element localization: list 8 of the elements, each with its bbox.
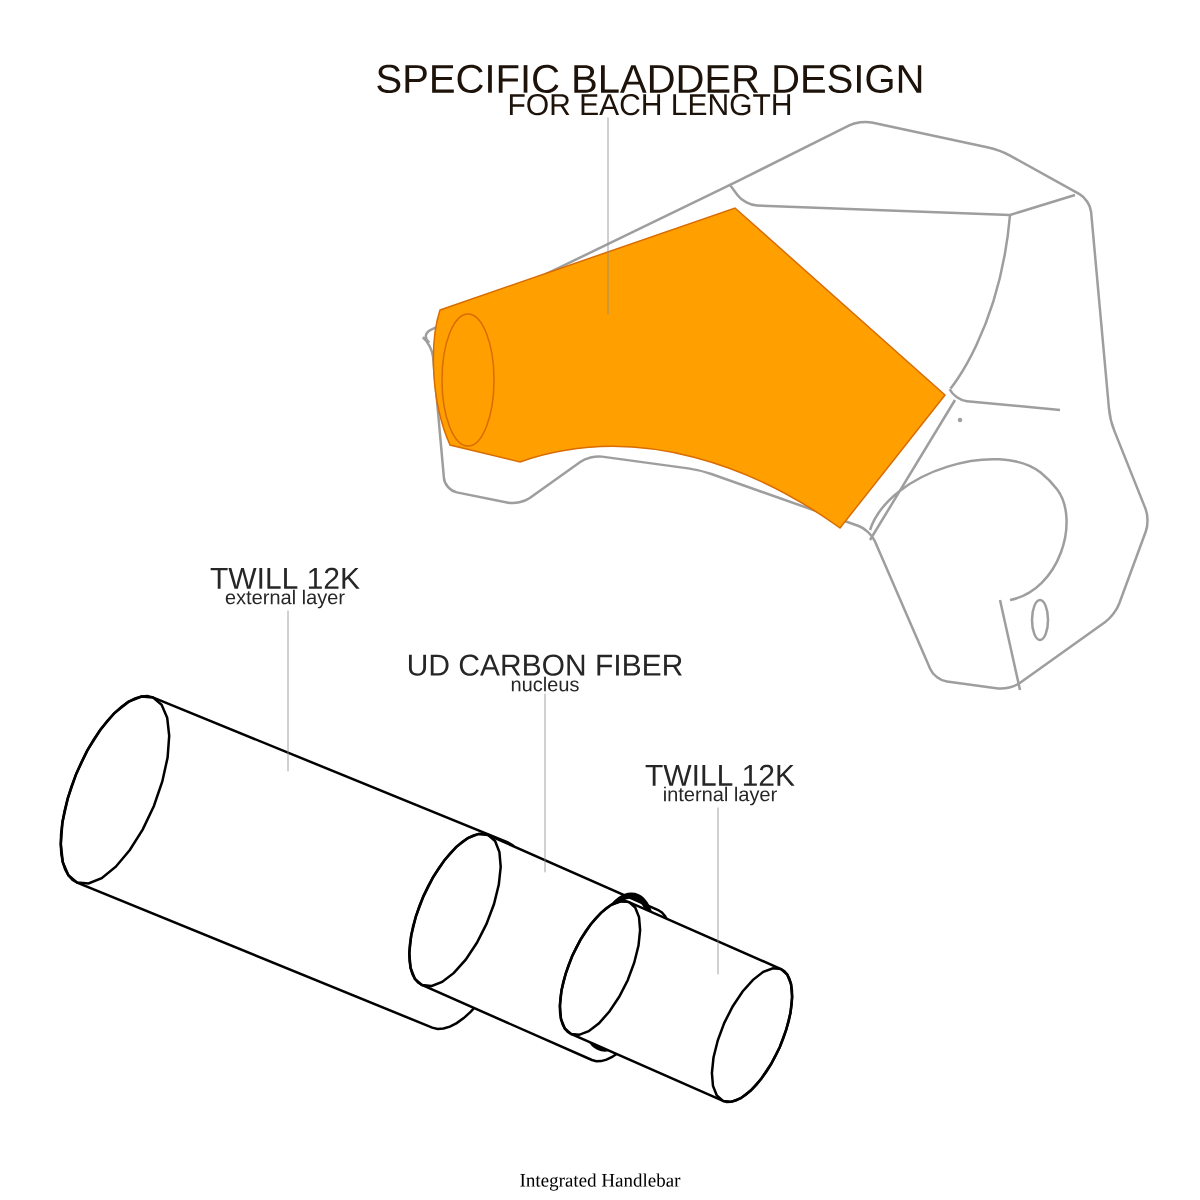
leader-line [544,693,546,873]
callout-label: TWILL 12K external layer [210,567,360,609]
callout-label: TWILL 12K internal layer [645,764,795,806]
leader-line [607,117,609,315]
caption: Integrated Handlebar [520,1173,681,1191]
callout-label: UD CARBON FIBER nucleus [409,654,682,692]
callout-label: SPECIFIC BLADDER DESIGN FOR EACH LENGTH [377,64,922,116]
bladder-drawing [432,207,946,529]
